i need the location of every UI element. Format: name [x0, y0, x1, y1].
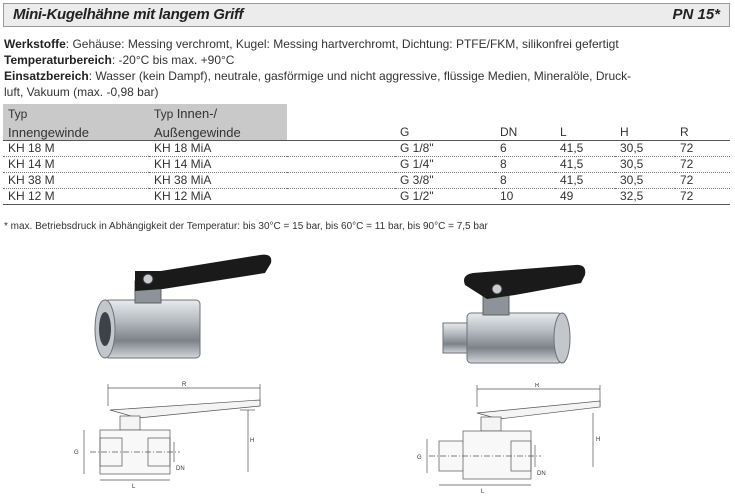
- header-typ-aussen: Typ Innen-/: [149, 104, 287, 122]
- valve-handle: [464, 264, 586, 299]
- valve-handle: [135, 254, 272, 291]
- svg-text:DN: DN: [537, 471, 546, 477]
- valve-photo-male-female: [442, 264, 586, 364]
- spec-temperature: Temperaturbereich: -20°C bis max. +90°C: [4, 53, 235, 67]
- handle-screw: [491, 283, 503, 295]
- male-thread: [442, 322, 470, 354]
- header-dn: DN: [495, 122, 555, 141]
- header-h: H: [615, 122, 675, 141]
- dim-r: R: [182, 382, 187, 388]
- footnote: * max. Betriebsdruck in Abhängigkeit der…: [4, 221, 488, 232]
- header-typ-innen: Typ: [3, 104, 149, 122]
- spec-materials: Werkstoffe: Gehäuse: Messing verchromt, …: [4, 37, 619, 51]
- drawing-female: R H G DN L: [74, 382, 261, 490]
- svg-text:R: R: [535, 383, 540, 389]
- valve-body: [466, 312, 563, 364]
- header-innengewinde: Innengewinde: [3, 122, 149, 141]
- header-g: G: [395, 122, 495, 141]
- valve-photo-female: [94, 254, 272, 359]
- svg-text:H: H: [596, 437, 600, 443]
- header-l: L: [555, 122, 615, 141]
- header-aussengewinde: Außengewinde: [149, 122, 287, 141]
- valve-body: [104, 299, 201, 359]
- svg-text:L: L: [481, 489, 485, 495]
- dim-l: L: [132, 484, 136, 490]
- pressure-rating: PN 15*: [672, 6, 720, 23]
- spec-application: Einsatzbereich: Wasser (kein Dampf), neu…: [4, 69, 632, 83]
- svg-text:G: G: [417, 455, 422, 461]
- spec-application-cont: luft, Vakuum (max. -0,98 bar): [4, 85, 159, 99]
- drawing-male-female: R H G DN L: [417, 383, 601, 495]
- dim-h: H: [250, 438, 254, 444]
- handle-screw: [142, 273, 154, 285]
- page-title: Mini-Kugelhähne mit langem Griff: [13, 6, 244, 23]
- spec-table: Typ Typ Innen-/ Innengewinde Außengewind…: [3, 104, 730, 205]
- title-bar: Mini-Kugelhähne mit langem Griff PN 15*: [3, 3, 730, 27]
- header-r: R: [675, 122, 730, 141]
- dim-dn: DN: [176, 466, 185, 472]
- dim-g: G: [74, 450, 79, 456]
